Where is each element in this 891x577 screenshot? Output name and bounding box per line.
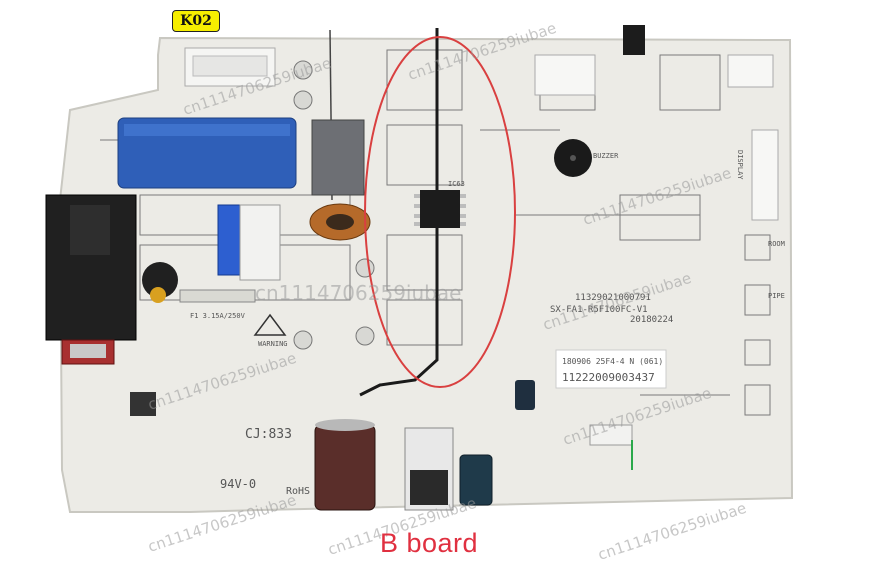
ic-chip — [420, 190, 460, 228]
label-code2: SX-FA1-R5F100FC-V1 — [550, 305, 648, 315]
label-grade: 94V-0 — [220, 477, 256, 491]
label-fuse: F1 3.15A/250V — [190, 312, 246, 320]
electrolytic-capacitor-small — [459, 454, 493, 506]
switch-sw — [623, 25, 645, 55]
grey-relay — [311, 119, 365, 196]
watermark-10: cn1114706259iubae — [596, 499, 749, 564]
label-display: DISPLAY — [736, 150, 744, 180]
board-caption: B board — [380, 528, 479, 558]
label-date: 20180224 — [630, 315, 673, 325]
isolation-trace — [359, 28, 439, 397]
label-code1: 11329021000791 — [575, 293, 651, 303]
connector-cn1 — [727, 54, 774, 88]
watermark-5: cn1114706259iubae — [255, 281, 461, 305]
label-room: ROOM — [768, 240, 785, 248]
barcode-sticker — [555, 349, 667, 389]
highlight-ellipse — [364, 36, 516, 388]
label-rohs: RoHS — [286, 486, 310, 497]
label-buzzer: BUZZER — [593, 152, 619, 160]
label-model: CJ:833 — [245, 427, 292, 442]
label-warning: WARNING — [258, 340, 288, 348]
electrolytic-capacitor-large — [314, 424, 376, 511]
label-pipe: PIPE — [768, 292, 785, 300]
board-tag: K02 — [172, 10, 220, 32]
label-sticker2: 11222009003437 — [562, 371, 655, 384]
label-sticker1: 180906 25F4-4 N (061) — [562, 357, 663, 366]
connector-cn2 — [534, 54, 596, 96]
label-ic: IC63 — [448, 180, 465, 188]
fuse — [179, 289, 256, 303]
connector-display — [751, 129, 779, 221]
